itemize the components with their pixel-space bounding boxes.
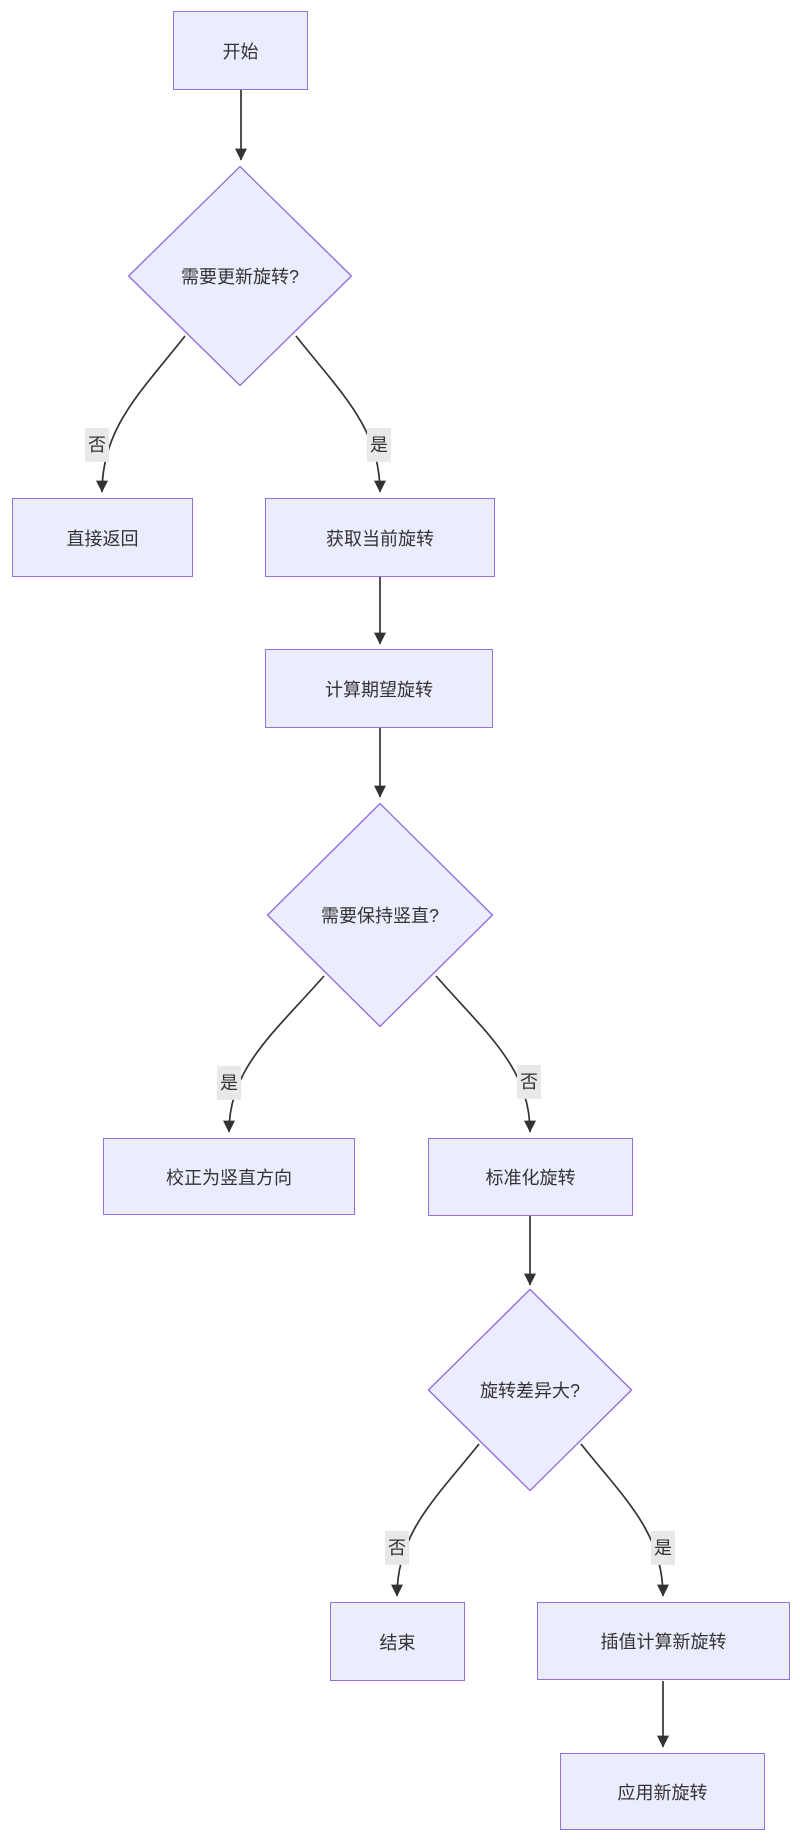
decision-keep-upright-label: 需要保持竖直? [320,906,439,926]
edge-diff-large-no [391,1443,480,1597]
node-start: 开始 [173,11,308,90]
node-calc-expected-rotation: 计算期望旋转 [265,649,493,728]
node-interpolate-new-rotation-label: 插值计算新旋转 [600,1632,727,1652]
node-normalize-rotation: 标准化旋转 [428,1138,633,1216]
node-correct-upright: 校正为竖直方向 [103,1138,355,1215]
edge-diff-large-yes [580,1443,669,1597]
node-direct-return: 直接返回 [12,498,193,577]
edge-label-need-update-yes: 是 [367,427,391,463]
edge-need-update-no [96,335,186,493]
edge-need-update-yes [295,335,386,493]
edge-label-diff-large-no: 否 [385,1530,409,1566]
node-correct-upright-label: 校正为竖直方向 [166,1167,292,1188]
edge-keep-upright-yes [223,975,325,1133]
node-direct-return-label: 直接返回 [66,528,139,549]
decision-need-update-rotation-label: 需要更新旋转? [180,267,299,287]
decision-need-update-rotation: 需要更新旋转? [127,165,353,387]
node-end-label: 结束 [379,1632,416,1653]
node-get-current-rotation-label: 获取当前旋转 [326,528,434,549]
node-apply-new-rotation-label: 应用新旋转 [617,1782,708,1803]
node-start-label: 开始 [222,41,259,62]
node-apply-new-rotation: 应用新旋转 [560,1753,765,1830]
decision-rotation-diff-large-label: 旋转差异大? [479,1381,580,1401]
edge-label-need-update-no: 否 [85,427,109,463]
node-get-current-rotation: 获取当前旋转 [265,498,495,577]
edge-label-keep-upright-yes: 是 [217,1065,241,1101]
diamond-icon [127,165,353,387]
node-calc-expected-rotation-label: 计算期望旋转 [325,679,433,700]
decision-rotation-diff-large: 旋转差异大? [427,1288,633,1492]
node-interpolate-new-rotation: 插值计算新旋转 [537,1602,790,1680]
node-end: 结束 [330,1602,465,1681]
diamond-icon [427,1288,633,1492]
diamond-icon [266,802,494,1028]
edge-keep-upright-no [435,975,536,1133]
node-normalize-rotation-label: 标准化旋转 [485,1168,576,1188]
edge-label-diff-large-yes: 是 [651,1530,675,1566]
decision-keep-upright: 需要保持竖直? [266,802,494,1028]
edge-label-keep-upright-no: 否 [517,1064,541,1100]
